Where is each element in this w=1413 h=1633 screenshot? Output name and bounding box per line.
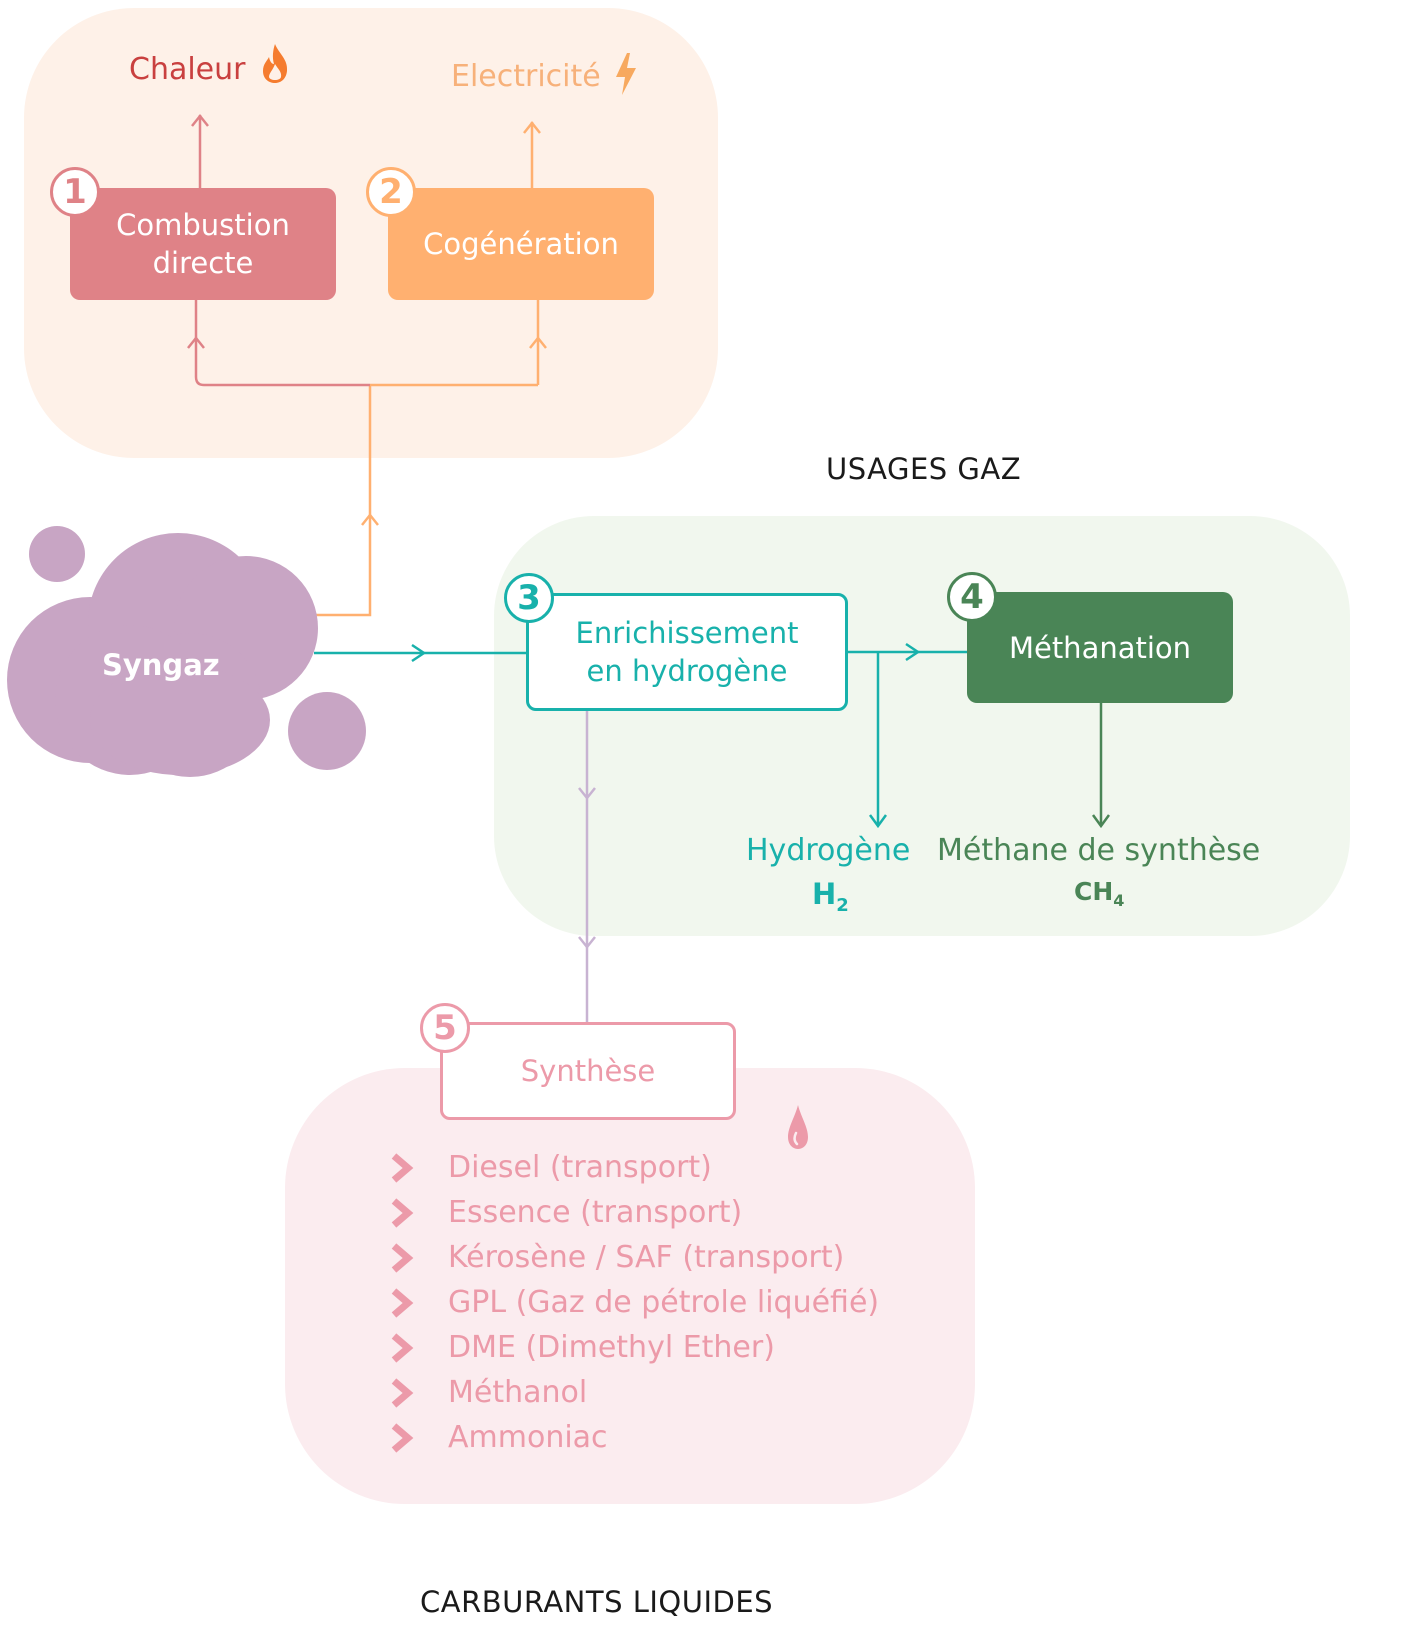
step-3-number: 3 <box>517 578 541 618</box>
chevron-right-icon <box>391 1377 414 1408</box>
carburants-title: CARBURANTS LIQUIDES <box>420 1585 774 1619</box>
step-5-badge: 5 <box>420 1003 470 1053</box>
step-5-number: 5 <box>433 1008 457 1048</box>
list-item: Méthanol <box>388 1370 879 1415</box>
step-synthese-label: Synthèse <box>520 1054 656 1088</box>
gas-panel <box>494 516 1350 936</box>
chevron-right-icon <box>391 1197 414 1228</box>
drop-icon <box>788 1105 808 1149</box>
step-3-badge: 3 <box>504 573 554 623</box>
list-item: GPL (Gaz de pétrole liquéfié) <box>388 1280 879 1325</box>
list-item: DME (Dimethyl Ether) <box>388 1325 879 1370</box>
fuel-label: Kérosène / SAF (transport) <box>448 1240 845 1275</box>
fuel-label: Méthanol <box>448 1375 588 1410</box>
step-enrichment-label: Enrichissement en hydrogène <box>575 616 799 688</box>
list-item: Kérosène / SAF (transport) <box>388 1235 879 1280</box>
fuel-label: Diesel (transport) <box>448 1150 712 1185</box>
step-cogeneration-label: Cogénération <box>423 227 619 261</box>
list-item: Ammoniac <box>388 1415 879 1460</box>
methane-formula-sub: 4 <box>1113 891 1125 910</box>
step-1-number: 1 <box>63 172 87 212</box>
methane-formula-main: CH <box>1074 877 1114 906</box>
output-methane: Méthane de synthèse <box>937 833 1261 868</box>
step-combustion-box: Combustion directe <box>70 188 336 300</box>
chevron-right-icon <box>391 1332 414 1363</box>
step-combustion-label: Combustion directe <box>116 208 290 280</box>
hydrogene-formula-sub: 2 <box>836 894 849 916</box>
output-electricite: Electricité <box>451 59 601 94</box>
usages-gaz-title: USAGES GAZ <box>826 452 1022 486</box>
step-methanation-box: Méthanation <box>967 592 1233 703</box>
hydrogene-formula-main: H <box>812 877 837 911</box>
fuel-label: Essence (transport) <box>448 1195 743 1230</box>
step-methanation-label: Méthanation <box>1008 630 1192 665</box>
syngaz-cloud <box>7 526 366 777</box>
chevron-right-icon <box>391 1287 414 1318</box>
hydrogene-formula: H2 <box>812 877 849 916</box>
step-4-badge: 4 <box>947 572 997 622</box>
chevron-right-icon <box>391 1152 414 1183</box>
step-cogeneration-box: Cogénération <box>388 188 654 300</box>
fuel-list: Diesel (transport) Essence (transport) K… <box>388 1145 879 1460</box>
list-item: Essence (transport) <box>388 1190 879 1235</box>
step-4-number: 4 <box>960 577 984 617</box>
fuel-label: GPL (Gaz de pétrole liquéfié) <box>448 1285 880 1320</box>
syngaz-label: Syngaz <box>102 648 220 682</box>
chevron-right-icon <box>391 1242 414 1273</box>
step-1-badge: 1 <box>50 167 100 217</box>
fuel-label: Ammoniac <box>448 1420 608 1455</box>
flame-icon <box>263 44 288 83</box>
step-enrichment-box: Enrichissement en hydrogène <box>526 593 848 711</box>
step-2-badge: 2 <box>366 167 416 217</box>
step-synthese-box: Synthèse <box>440 1022 736 1120</box>
lightning-icon <box>616 53 636 95</box>
chevron-right-icon <box>391 1422 414 1453</box>
output-hydrogene: Hydrogène <box>746 833 911 868</box>
list-item: Diesel (transport) <box>388 1145 879 1190</box>
fuel-label: DME (Dimethyl Ether) <box>448 1330 775 1365</box>
methane-formula: CH4 <box>1074 877 1124 910</box>
step-2-number: 2 <box>379 172 403 212</box>
output-chaleur: Chaleur <box>129 52 246 87</box>
